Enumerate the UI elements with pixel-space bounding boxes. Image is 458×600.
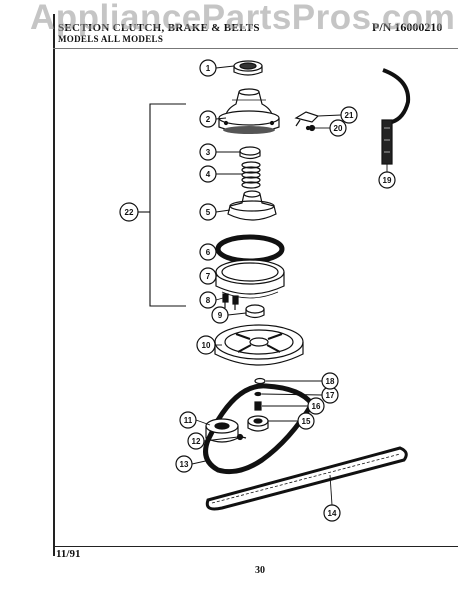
callout-2: 2 xyxy=(199,110,217,128)
models-line: MODELS ALL MODELS xyxy=(58,34,164,44)
leader-lines xyxy=(191,65,388,506)
callout-16: 16 xyxy=(307,397,325,415)
svg-text:6: 6 xyxy=(206,248,211,257)
svg-text:15: 15 xyxy=(302,417,311,426)
svg-text:5: 5 xyxy=(206,208,211,217)
callout-8: 8 xyxy=(199,291,217,309)
svg-text:14: 14 xyxy=(328,509,337,518)
svg-text:11: 11 xyxy=(184,416,193,425)
callout-4: 4 xyxy=(199,165,217,183)
callouts: 1 2 3 4 5 6 7 8 9 10 11 12 13 14 15 16 1… xyxy=(119,59,396,522)
svg-text:1: 1 xyxy=(206,64,211,73)
svg-text:2: 2 xyxy=(206,115,211,124)
part-20-screw xyxy=(305,124,316,132)
part-14-long-belt xyxy=(205,446,408,511)
callout-20: 20 xyxy=(329,119,347,137)
callout-1: 1 xyxy=(199,59,217,77)
part-5-clutch-cone xyxy=(227,190,277,221)
svg-text:12: 12 xyxy=(192,437,201,446)
svg-text:7: 7 xyxy=(206,272,211,281)
svg-text:18: 18 xyxy=(326,377,335,386)
callout-10: 10 xyxy=(196,335,216,355)
page-frame-top xyxy=(53,48,458,49)
part-1-seal xyxy=(233,60,263,76)
revision-date: 11/91 xyxy=(56,548,81,560)
svg-text:8: 8 xyxy=(206,296,211,305)
svg-text:13: 13 xyxy=(180,460,189,469)
callout-21: 21 xyxy=(340,106,358,124)
callout-5: 5 xyxy=(199,203,217,221)
part-7-drum xyxy=(215,259,285,299)
svg-text:10: 10 xyxy=(202,341,211,350)
callout-13: 13 xyxy=(175,455,193,473)
part-2-housing xyxy=(218,88,280,134)
part-3-collar xyxy=(239,146,261,160)
part-15-idler-pulley xyxy=(247,415,269,432)
callout-14: 14 xyxy=(323,504,341,522)
callout-22: 22 xyxy=(119,202,139,222)
svg-text:21: 21 xyxy=(345,111,354,120)
svg-text:19: 19 xyxy=(383,176,392,185)
callout-7: 7 xyxy=(199,267,217,285)
page-frame-left xyxy=(53,14,55,556)
part-11-motor-pulley xyxy=(205,418,239,443)
part-9-hub xyxy=(245,304,265,319)
section-title: SECTION CLUTCH, BRAKE & BELTS xyxy=(58,22,260,34)
part-21-clip xyxy=(294,111,320,127)
callout-3: 3 xyxy=(199,143,217,161)
part-18-bearing xyxy=(254,377,266,385)
bracket-22 xyxy=(138,103,186,307)
svg-text:9: 9 xyxy=(218,311,223,320)
part-4-spring xyxy=(241,161,261,189)
part-16-stud xyxy=(254,401,262,411)
callout-18: 18 xyxy=(321,372,339,390)
svg-text:20: 20 xyxy=(334,124,343,133)
part-number: P/N 16000210 xyxy=(372,20,443,34)
callout-9: 9 xyxy=(211,306,229,324)
svg-text:17: 17 xyxy=(326,391,335,400)
callout-19: 19 xyxy=(378,171,396,189)
callout-15: 15 xyxy=(297,412,315,430)
svg-text:4: 4 xyxy=(206,170,211,179)
part-13-drive-belt xyxy=(203,383,316,475)
svg-text:16: 16 xyxy=(312,402,321,411)
part-6-lining-ring xyxy=(215,234,285,264)
page-frame-bottom xyxy=(53,546,458,547)
svg-text:22: 22 xyxy=(125,208,134,217)
part-12-set-screw xyxy=(236,433,247,441)
part-19-brake-band xyxy=(381,68,411,165)
part-10-pulley xyxy=(214,324,304,366)
callout-11: 11 xyxy=(179,411,197,429)
part-8-bolts xyxy=(222,293,239,310)
svg-text:3: 3 xyxy=(206,148,211,157)
watermark: AppliancePartsPros.com xyxy=(30,0,456,37)
part-17-washer xyxy=(254,391,262,397)
callout-6: 6 xyxy=(199,243,217,261)
page-number: 30 xyxy=(255,565,265,576)
callout-12: 12 xyxy=(187,432,205,450)
